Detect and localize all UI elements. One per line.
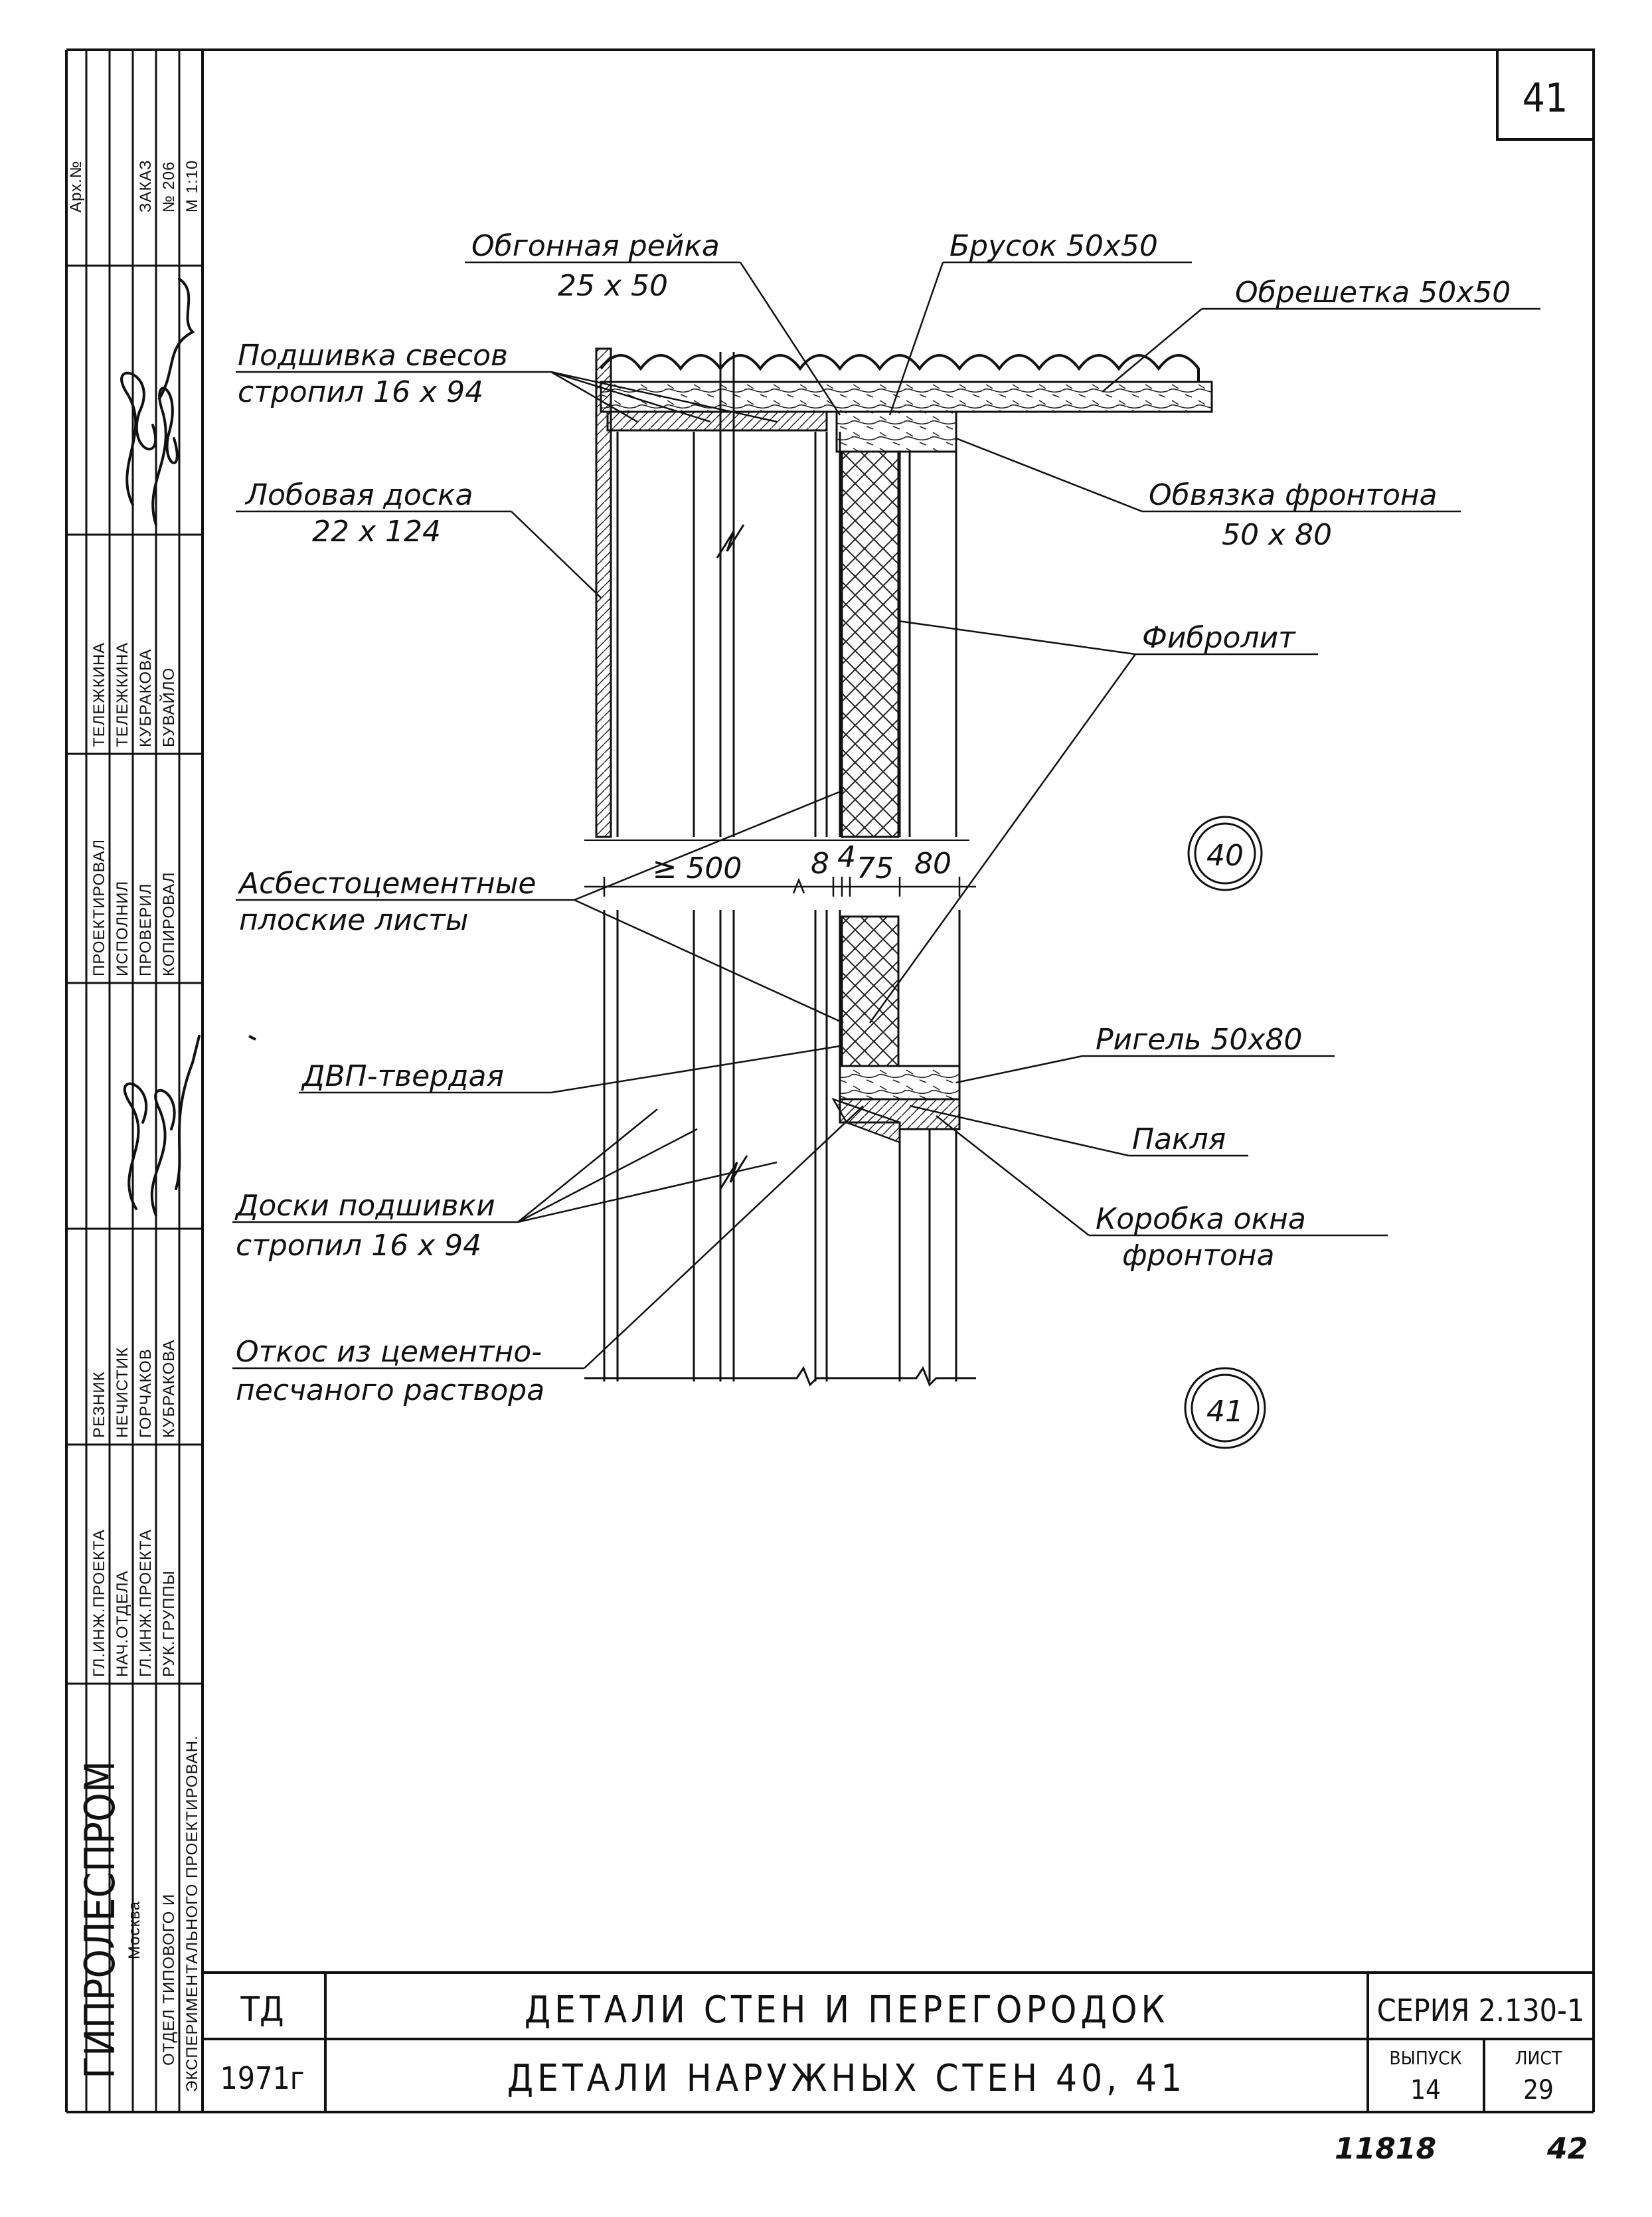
sheet-label: ЛИСТ <box>1515 2047 1562 2069</box>
label-brusok: Брусок 50x50 <box>950 229 1158 263</box>
fibrolite-40 <box>841 450 900 838</box>
dimension-line <box>584 877 976 897</box>
role-action: ПРОВЕРИЛ <box>137 883 155 976</box>
label-dvp: ДВП-твердая <box>301 1059 504 1093</box>
role-name: РЕЗНИК <box>90 1371 108 1438</box>
role-title: ГЛ.ИНЖ.ПРОЕКТА <box>137 1529 155 1677</box>
label-paklya: Пакля <box>1132 1122 1226 1156</box>
role-person: БУВАЙЛО <box>159 667 178 747</box>
detail-40 <box>584 347 1213 841</box>
signatures <box>120 278 201 1217</box>
role-title: ГЛ.ИНЖ.ПРОЕКТА <box>90 1529 108 1677</box>
org-dept-2: ЭКСПЕРИМЕНТАЛЬНОГО ПРОЕКТИРОВАН. <box>183 1735 201 2092</box>
callout-41: 41 <box>1184 1367 1266 1449</box>
role-person: КУБРАКОВА <box>137 649 155 747</box>
label-doski: Доски подшивки <box>234 1189 495 1223</box>
doc-code: ТД <box>240 1990 284 2030</box>
label-obgon: Обгонная рейка <box>471 229 720 263</box>
label-korobka: Коробка окна <box>1096 1202 1306 1236</box>
sheet-number-box: 41 <box>1496 48 1595 141</box>
label-fibrolit: Фибролит <box>1142 621 1296 655</box>
title-main: ДЕТАЛИ СТЕН И ПЕРЕГОРОДОК <box>525 1989 1169 2032</box>
leader-lines <box>232 261 1540 1370</box>
callout-41-label: 41 <box>1206 1395 1244 1429</box>
page-number: 42 <box>1546 2132 1588 2166</box>
dim-500: ≥ 500 <box>653 851 742 885</box>
fibrolite-41 <box>841 915 900 1067</box>
transom-beam <box>839 1065 961 1101</box>
label-podshivka-size: стропил 16 x 94 <box>238 375 483 409</box>
arch-no: Арх.№ <box>67 161 85 213</box>
label-korobka-2: фронтона <box>1122 1239 1275 1273</box>
org-dept-1: ОТДЕЛ ТИПОВОГО И <box>160 1894 178 2066</box>
order-no: № 206 <box>160 161 178 213</box>
dim-8: 8 <box>811 847 829 881</box>
role-action: ПРОЕКТИРОВАЛ <box>90 839 108 976</box>
title-block-text: ТД 1971г ДЕТАЛИ СТЕН И ПЕРЕГОРОДОК ДЕТАЛ… <box>220 1989 1584 2105</box>
sheet-number: 41 <box>1523 75 1568 122</box>
fascia-board <box>595 347 612 838</box>
issue-label: ВЫПУСК <box>1389 2047 1461 2069</box>
label-otkos: Откос из цементно- <box>236 1335 542 1369</box>
dimension-values: ≥ 500 8 4 75 80 <box>653 840 951 885</box>
rafter <box>600 381 1213 413</box>
label-obvyazka: Обвязка фронтона <box>1149 478 1438 512</box>
label-lobovaya: Лобовая доска <box>244 478 473 512</box>
sheet-value: 29 <box>1523 2075 1554 2105</box>
labels: Обгонная рейка 25 x 50 Брусок 50x50 Обре… <box>234 229 1511 1407</box>
label-lobovaya-size: 22 x 124 <box>312 515 441 549</box>
role-action: ИСПОЛНИЛ <box>114 881 131 976</box>
scale: М 1:10 <box>183 160 201 213</box>
inventory-number: 11818 <box>1335 2132 1436 2166</box>
label-obreshetka: Обрешетка 50x50 <box>1235 276 1511 310</box>
stray-mark <box>248 1035 256 1041</box>
role-action: КОПИРОВАЛ <box>160 871 178 976</box>
side-stamp <box>66 50 203 2112</box>
role-person: ТЕЛЕЖКИНА <box>90 642 108 747</box>
title-sub: ДЕТАЛИ НАРУЖНЫХ СТЕН 40, 41 <box>507 2057 1186 2100</box>
role-name: ГОРЧАКОВ <box>137 1348 155 1438</box>
org-city: Москва <box>125 1901 143 1959</box>
role-title: НАЧ.ОТДЕЛА <box>114 1570 131 1677</box>
callout-40-label: 40 <box>1206 839 1244 873</box>
role-person: ТЕЛЕЖКИНА <box>114 642 131 747</box>
sheet-frame <box>65 48 1595 2113</box>
dim-4: 4 <box>837 840 856 874</box>
role-name: НЕЧИСТИК <box>114 1347 131 1438</box>
series: СЕРИЯ 2.130-1 <box>1377 1993 1585 2028</box>
label-otkos-2: песчаного раствора <box>236 1374 544 1407</box>
role-title: РУК.ГРУППЫ <box>160 1570 178 1677</box>
wall-lines-40 <box>616 352 957 837</box>
label-obvyazka-size: 50 x 80 <box>1222 518 1332 552</box>
detail-41 <box>584 910 976 1387</box>
label-rigel: Ригель 50x80 <box>1096 1023 1302 1057</box>
label-obgon-size: 25 x 50 <box>558 269 668 303</box>
callout-40: 40 <box>1187 816 1263 891</box>
label-asbest-2: плоские листы <box>239 903 469 937</box>
order-label: ЗАКАЗ <box>137 159 155 213</box>
label-asbest: Асбестоцементные <box>237 867 537 901</box>
dim-80: 80 <box>914 847 951 881</box>
dim-75: 75 <box>857 851 894 885</box>
roof-corrugated-sheet <box>600 354 1200 382</box>
label-podshivka: Подшивка свесов <box>238 339 508 373</box>
doc-year: 1971г <box>220 2060 304 2096</box>
role-name: КУБРАКОВА <box>160 1340 178 1438</box>
side-stamp-text: Арх.№ ЗАКАЗ № 206 М 1:10 ТЕЛЕЖКИНА ТЕЛЕЖ… <box>67 159 201 2092</box>
wall-lines-41 <box>584 910 976 1387</box>
issue-value: 14 <box>1410 2075 1441 2105</box>
label-doski-size: стропил 16 x 94 <box>236 1229 481 1263</box>
cement-slope <box>831 1097 901 1144</box>
gable-plate <box>835 410 957 453</box>
soffit-lining <box>606 410 828 432</box>
org-name: ГИПРОЛЕСПРОМ <box>76 1761 124 2079</box>
title-block <box>203 1971 1594 2112</box>
